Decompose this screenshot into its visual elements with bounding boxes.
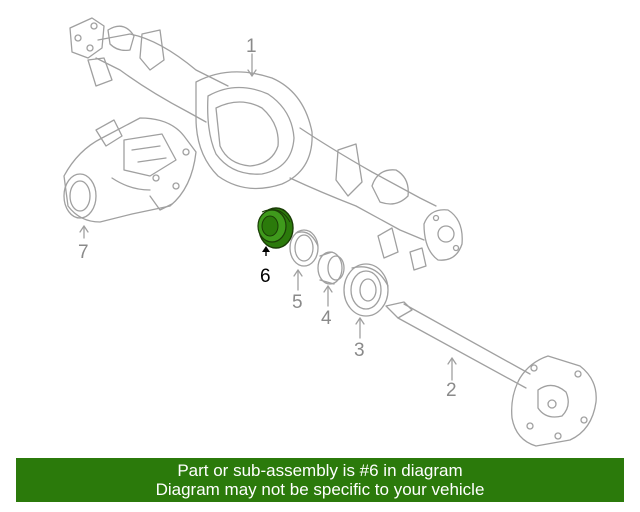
callout-1: 1 (246, 36, 257, 57)
axle-housing-part (69, 17, 463, 271)
oil-seal-part (289, 229, 319, 267)
callout-2: 2 (446, 380, 457, 401)
differential-carrier-part (63, 117, 197, 223)
callout-7: 7 (78, 242, 89, 263)
callout-4: 4 (321, 308, 332, 329)
bearing-race-part (317, 251, 345, 285)
part-info-banner: Part or sub-assembly is #6 in diagram Di… (16, 458, 624, 502)
callout-3: 3 (354, 340, 365, 361)
axle-shaft-part (385, 301, 597, 447)
callout-5: 5 (292, 292, 303, 313)
banner-line-part-number: Part or sub-assembly is #6 in diagram (177, 461, 463, 480)
leader-lines (79, 53, 457, 381)
highlighted-part-6 (257, 207, 294, 256)
axle-bearing-part (343, 263, 389, 317)
parts-diagram: 1 2 3 4 5 6 7 (63, 17, 597, 447)
banner-line-disclaimer: Diagram may not be specific to your vehi… (155, 480, 485, 499)
callout-6: 6 (260, 266, 271, 287)
